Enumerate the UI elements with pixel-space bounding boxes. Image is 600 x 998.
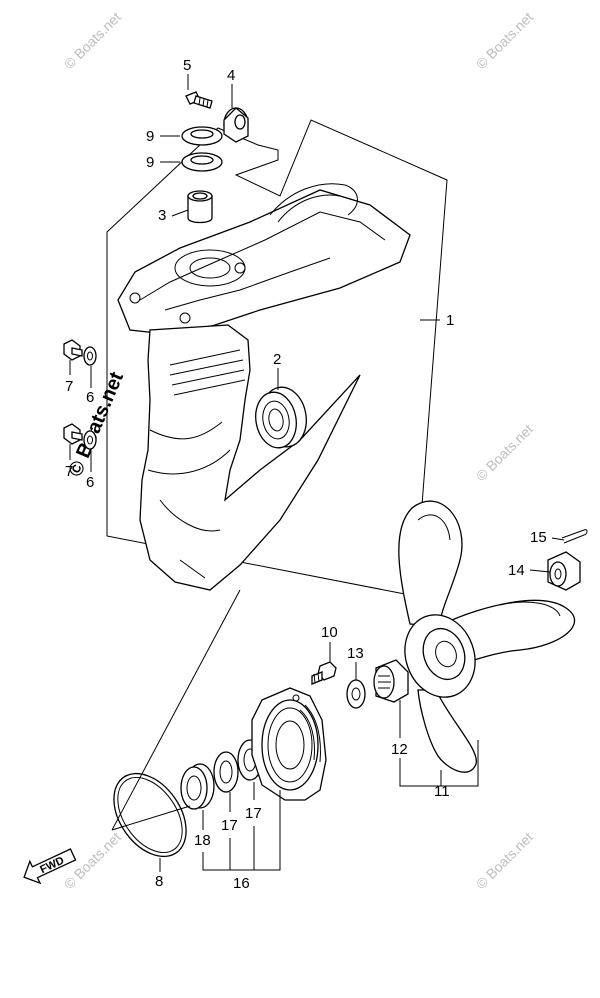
callout-4: 4 bbox=[227, 67, 235, 84]
part-7-plug-lower bbox=[63, 423, 83, 445]
part-9-seal-upper bbox=[181, 126, 223, 146]
callout-8: 8 bbox=[155, 873, 163, 890]
callout-6-lower: 6 bbox=[86, 474, 94, 491]
callout-17-left: 17 bbox=[221, 817, 238, 834]
callout-1: 1 bbox=[446, 312, 454, 329]
callout-5: 5 bbox=[183, 57, 191, 74]
part-10-bolt bbox=[311, 661, 337, 685]
watermark-top-left: © Boats.net bbox=[61, 9, 124, 72]
part-8-o-ring bbox=[113, 772, 187, 858]
part-6-washer-upper bbox=[83, 346, 97, 366]
callout-6-upper: 6 bbox=[86, 389, 94, 406]
part-15-cotter-pin bbox=[561, 529, 588, 544]
callout-2: 2 bbox=[273, 351, 281, 368]
part-13-washer bbox=[346, 679, 366, 709]
part-9-seal-lower bbox=[181, 152, 223, 172]
callout-10: 10 bbox=[321, 624, 338, 641]
callout-17-right: 17 bbox=[245, 805, 262, 822]
callout-14: 14 bbox=[508, 562, 525, 579]
part-11-propeller bbox=[398, 500, 576, 773]
callout-7-lower: 7 bbox=[65, 463, 73, 480]
part-5-bolt bbox=[185, 91, 213, 109]
bearing-housing bbox=[251, 687, 327, 801]
watermark-bottom-right: © Boats.net bbox=[473, 829, 536, 892]
callout-16: 16 bbox=[233, 875, 250, 892]
gearcase-boundary bbox=[106, 119, 448, 597]
gearcase-housing bbox=[117, 183, 411, 591]
callout-15: 15 bbox=[530, 529, 547, 546]
callout-labels: 5 4 9 9 3 1 2 7 6 7 6 8 18 17 17 16 10 1… bbox=[65, 57, 547, 892]
callout-12: 12 bbox=[391, 741, 408, 758]
part-2-bearing bbox=[255, 386, 307, 449]
callout-7-upper: 7 bbox=[65, 378, 73, 395]
part-18-bearing bbox=[180, 763, 215, 810]
watermark-top-right: © Boats.net bbox=[473, 9, 536, 72]
part-6-washer-lower bbox=[83, 430, 97, 450]
callout-9-upper: 9 bbox=[146, 128, 154, 145]
watermark-mid-right: © Boats.net bbox=[473, 421, 536, 484]
part-4-damper bbox=[223, 107, 249, 143]
part-17-seal-left bbox=[213, 751, 239, 793]
callout-3: 3 bbox=[158, 207, 166, 224]
part-3-bushing bbox=[187, 190, 213, 224]
callout-11: 11 bbox=[434, 783, 450, 800]
fwd-arrow-label: FWD bbox=[38, 855, 66, 876]
part-12-spacer bbox=[373, 659, 409, 703]
leader-lines bbox=[69, 74, 565, 872]
part-7-plug-upper bbox=[63, 339, 83, 361]
callout-13: 13 bbox=[347, 645, 364, 662]
watermark-center: © Boats.net bbox=[64, 368, 128, 479]
part-14-nut bbox=[547, 551, 581, 591]
callout-18: 18 bbox=[194, 832, 211, 849]
callout-9-lower: 9 bbox=[146, 154, 154, 171]
